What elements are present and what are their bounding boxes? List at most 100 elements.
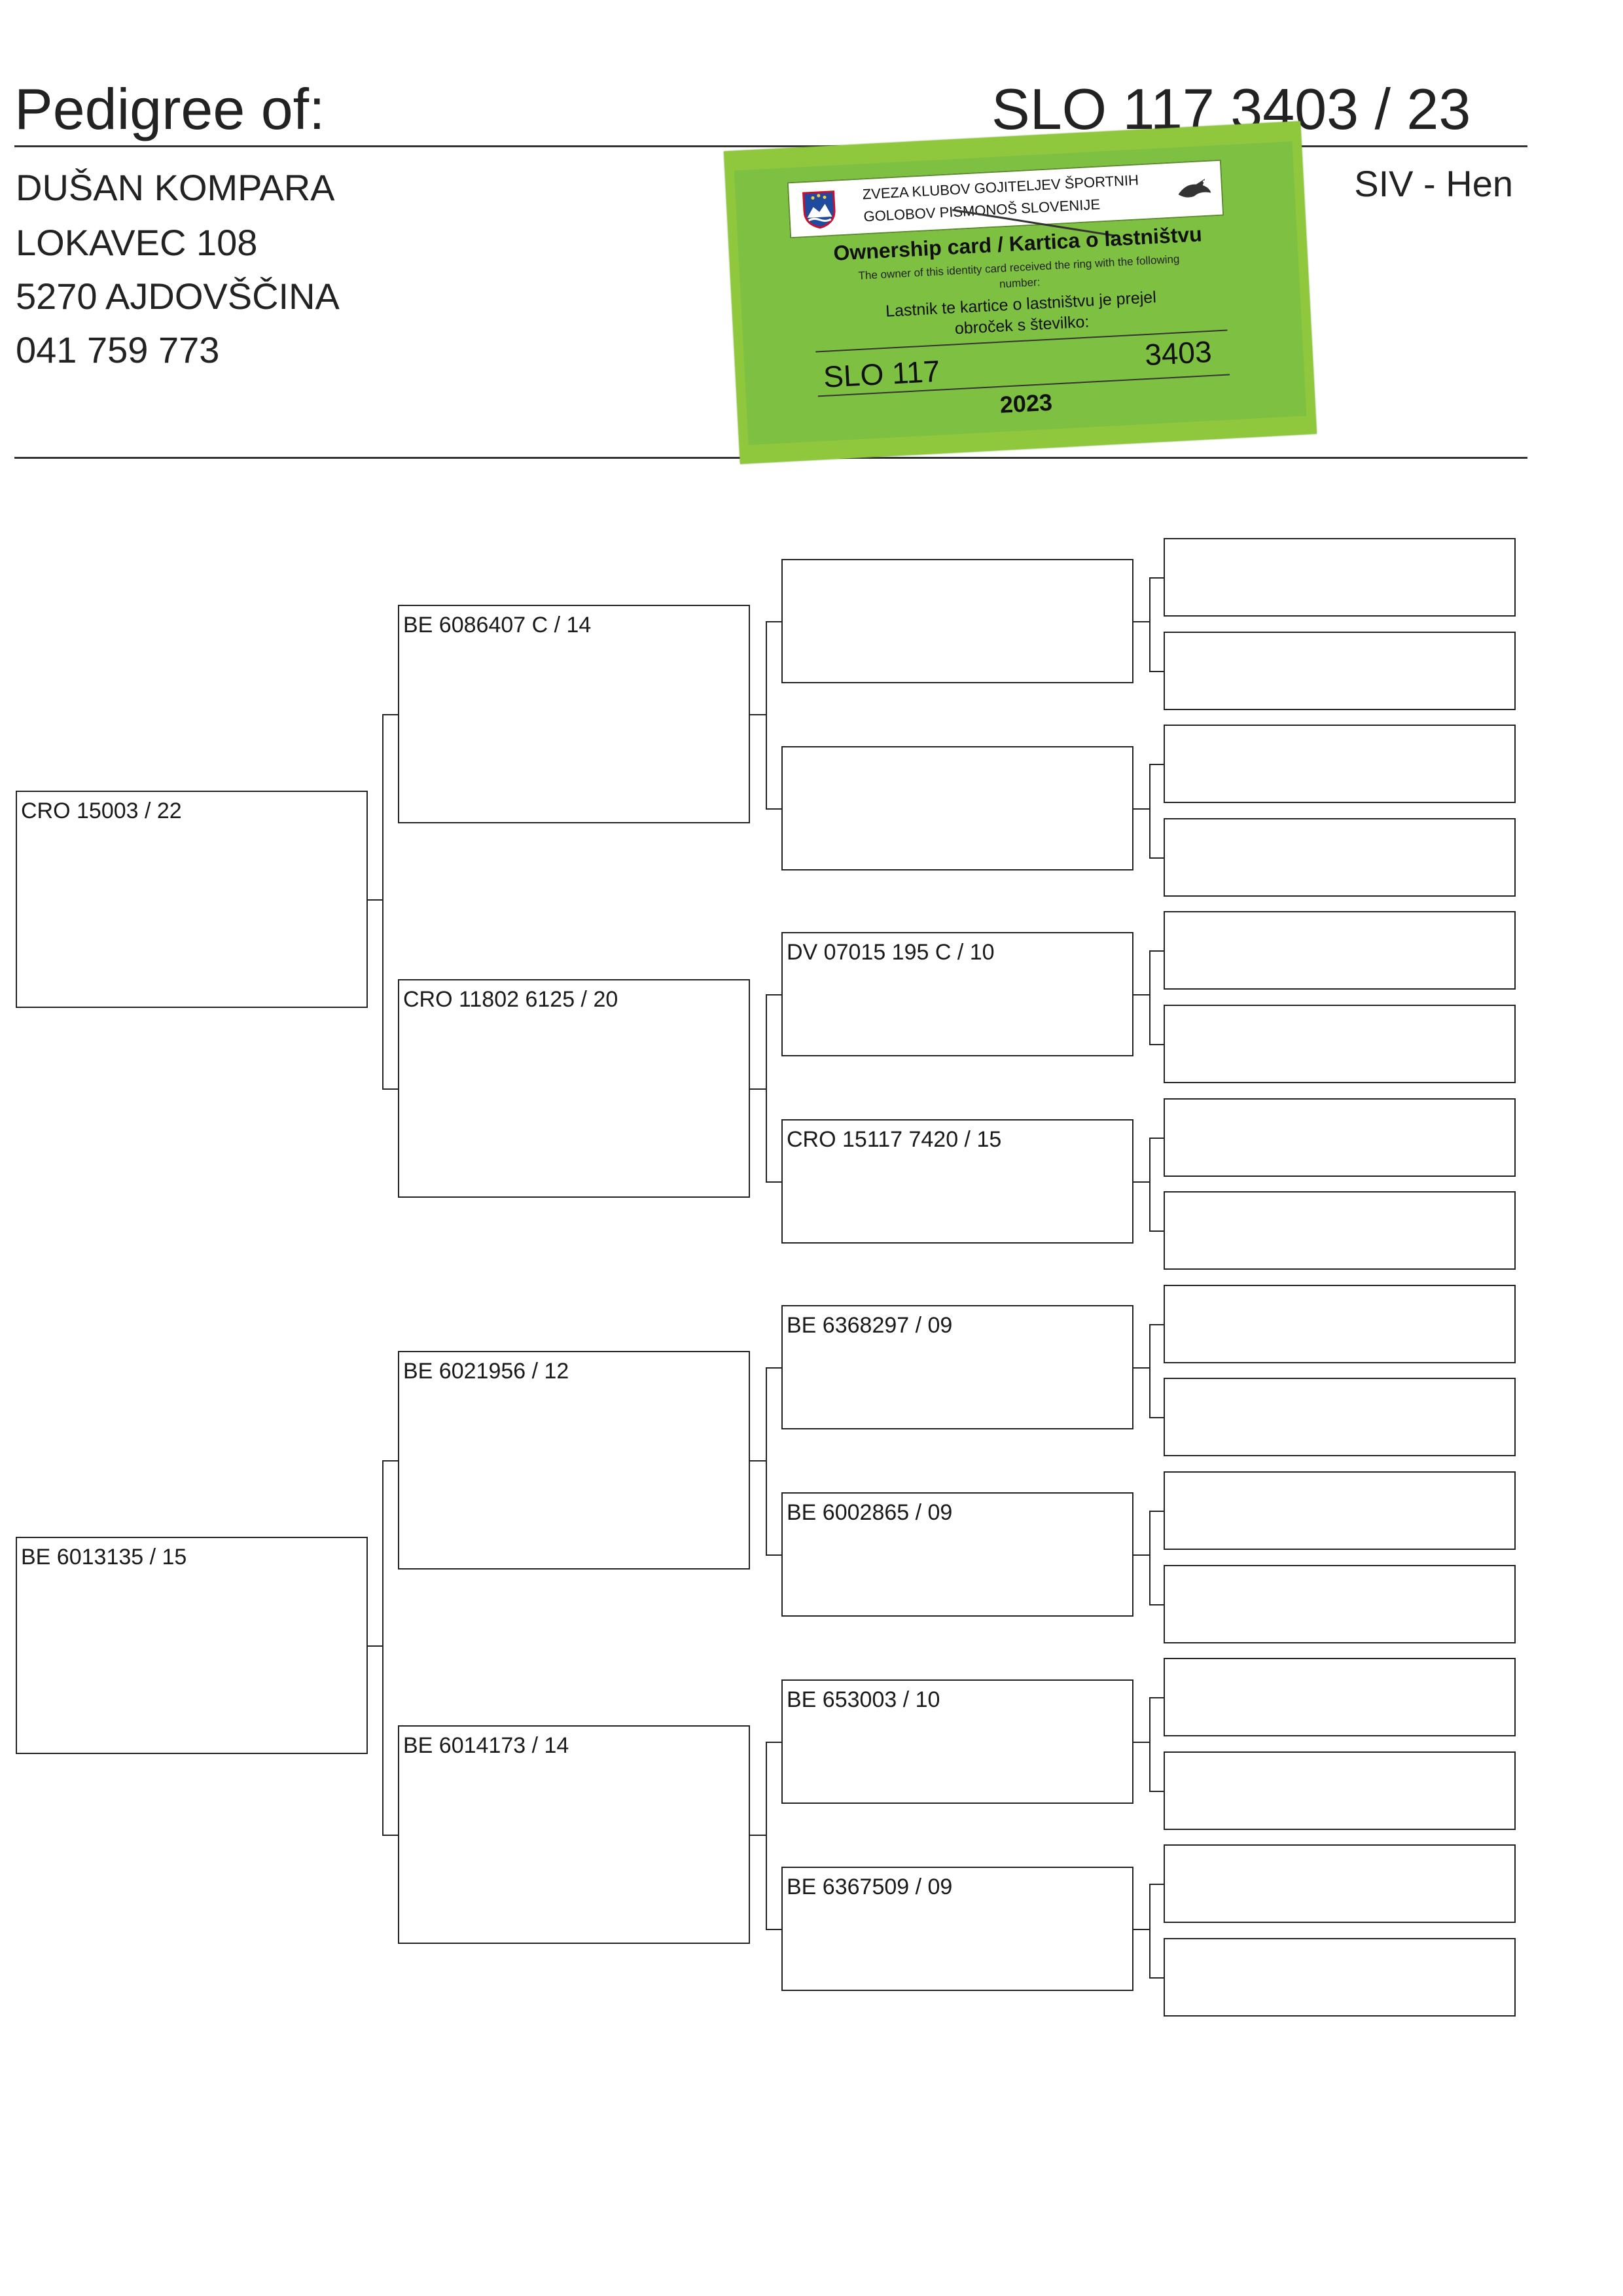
grandparent-box-label: BE 6086407 C / 14: [403, 613, 592, 637]
association-banner: ZVEZA KLUBOV GOJITELJEV ŠPORTNIH GOLOBOV…: [787, 159, 1224, 239]
connector-line: [1149, 1511, 1150, 1604]
great-great-grandparent-box: [1164, 1844, 1516, 1924]
great-great-grandparent-box: [1164, 817, 1516, 897]
connector-line: [1149, 1511, 1164, 1512]
sire-box-label: CRO 15003 / 22: [21, 798, 182, 823]
great-great-grandparent-box: [1164, 1284, 1516, 1363]
connector-line: [766, 1367, 767, 1554]
connector-line: [766, 1554, 781, 1556]
pigeon-sex: SIV - Hen: [1354, 163, 1513, 204]
connector-line: [766, 1742, 781, 1743]
owner-city: 5270 AJDOVŠČINA: [16, 276, 340, 317]
great-grandparent-box: DV 07015 195 C / 10: [781, 932, 1133, 1056]
connector-line: [766, 1742, 767, 1929]
connector-line: [1149, 950, 1150, 1044]
connector-line: [1149, 1044, 1164, 1045]
great-grandparent-box: [781, 746, 1133, 870]
connector-line: [1149, 1417, 1164, 1419]
connector-line: [1149, 1137, 1150, 1231]
great-great-grandparent-box: [1164, 1751, 1516, 1830]
connector-line: [382, 1088, 398, 1090]
grandparent-box: BE 6021956 / 12: [398, 1351, 750, 1570]
connector-line: [766, 1929, 781, 1930]
connector-line: [1149, 1323, 1164, 1325]
connector-line: [1133, 1742, 1149, 1743]
connector-line: [1149, 670, 1164, 672]
connector-line: [766, 1367, 781, 1369]
connector-line: [766, 621, 767, 808]
great-great-grandparent-box: [1164, 1471, 1516, 1550]
great-grandparent-box-label: BE 6367509 / 09: [787, 1874, 953, 1899]
connector-line: [766, 621, 781, 622]
grandparent-box: BE 6086407 C / 14: [398, 605, 750, 823]
great-grandparent-box-label: BE 6002865 / 09: [787, 1500, 953, 1525]
connector-line: [1149, 857, 1164, 859]
connector-line: [766, 808, 781, 810]
connector-line: [382, 1460, 383, 1835]
dam-box: BE 6013135 / 15: [16, 1537, 368, 1754]
ownership-card-body: ZVEZA KLUBOV GOJITELJEV ŠPORTNIH GOLOBOV…: [734, 141, 1307, 446]
great-great-grandparent-box: [1164, 1658, 1516, 1737]
card-ring-number: 3403: [1143, 334, 1213, 372]
ownership-card: ZVEZA KLUBOV GOJITELJEV ŠPORTNIH GOLOBOV…: [724, 121, 1317, 464]
great-great-grandparent-box: [1164, 911, 1516, 990]
connector-line: [750, 1835, 766, 1836]
connector-line: [1149, 1323, 1150, 1418]
connector-line: [766, 994, 767, 1181]
connector-line: [750, 1088, 766, 1090]
grandparent-box-label: BE 6021956 / 12: [403, 1359, 569, 1384]
connector-line: [1149, 1137, 1164, 1139]
owner-phone: 041 759 773: [16, 329, 220, 370]
connector-line: [1149, 764, 1150, 857]
connector-line: [1149, 1230, 1164, 1232]
connector-line: [1149, 950, 1164, 952]
great-great-grandparent-box: [1164, 1005, 1516, 1083]
connector-line: [1149, 764, 1164, 766]
great-grandparent-box: BE 6367509 / 09: [781, 1867, 1133, 1991]
grandparent-box: CRO 11802 6125 / 20: [398, 979, 750, 1198]
owner-name: DUŠAN KOMPARA: [16, 167, 335, 208]
connector-line: [766, 1181, 781, 1183]
connector-line: [1149, 1977, 1164, 1979]
grandparent-box: BE 6014173 / 14: [398, 1725, 750, 1944]
great-great-grandparent-box: [1164, 1378, 1516, 1457]
connector-line: [382, 1835, 398, 1836]
great-grandparent-box-label: BE 653003 / 10: [787, 1687, 940, 1712]
great-great-grandparent-box: [1164, 1564, 1516, 1643]
connector-line: [750, 1460, 766, 1462]
sire-box: CRO 15003 / 22: [16, 791, 368, 1008]
connector-line: [750, 714, 766, 715]
connector-line: [1133, 621, 1149, 622]
great-great-grandparent-box: [1164, 538, 1516, 617]
great-grandparent-box: BE 6002865 / 09: [781, 1492, 1133, 1617]
great-grandparent-box-label: BE 6368297 / 09: [787, 1313, 953, 1338]
great-great-grandparent-box: [1164, 725, 1516, 804]
slovenia-crest-icon: [799, 187, 840, 230]
grandparent-box-label: CRO 11802 6125 / 20: [403, 987, 618, 1012]
great-grandparent-box: CRO 15117 7420 / 15: [781, 1119, 1133, 1244]
connector-line: [382, 714, 398, 715]
connector-line: [1149, 1697, 1164, 1699]
card-ring-prefix: SLO 117: [822, 353, 941, 394]
pigeon-logo-icon: [1178, 178, 1211, 198]
dam-box-label: BE 6013135 / 15: [21, 1545, 187, 1570]
great-grandparent-box: BE 6368297 / 09: [781, 1305, 1133, 1429]
connector-line: [1149, 577, 1150, 671]
header-divider: [14, 145, 1527, 147]
great-great-grandparent-box: [1164, 1098, 1516, 1177]
page-title: Pedigree of:: [14, 77, 325, 141]
connector-line: [368, 899, 382, 901]
connector-line: [1149, 1884, 1150, 1977]
connector-line: [382, 714, 383, 1088]
great-grandparent-box-label: CRO 15117 7420 / 15: [787, 1127, 1002, 1152]
connector-line: [1149, 1790, 1164, 1792]
grandparent-box-label: BE 6014173 / 14: [403, 1733, 569, 1758]
great-grandparent-box-label: DV 07015 195 C / 10: [787, 940, 995, 965]
connector-line: [766, 994, 781, 996]
connector-line: [1133, 1181, 1149, 1183]
great-great-grandparent-box: [1164, 1938, 1516, 2017]
connector-line: [1149, 1697, 1150, 1791]
connector-line: [1133, 994, 1149, 996]
connector-line: [1133, 808, 1149, 810]
connector-line: [1133, 1367, 1149, 1369]
